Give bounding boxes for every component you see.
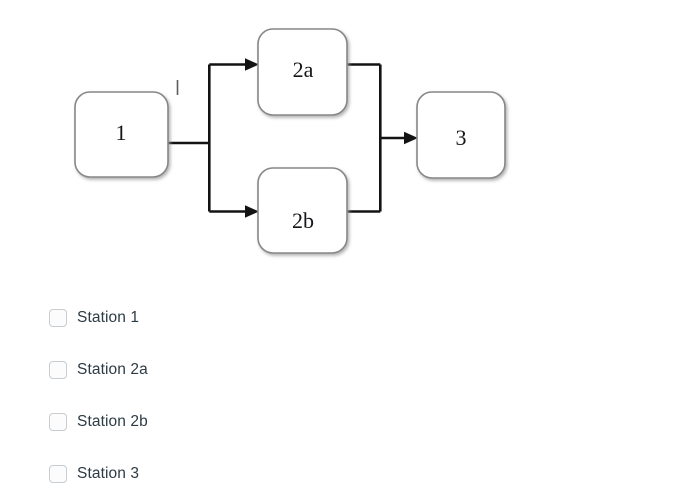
arrowhead-to-2a [245,58,259,71]
option-row-station-3[interactable]: Station 3 [49,456,469,492]
option-label-station-2b[interactable]: Station 2b [77,413,148,430]
process-flow-diagram: 1 2a 2b 3 [74,28,506,254]
option-row-station-2a[interactable]: Station 2a [49,352,469,388]
node-station-2a-label: 2a [293,57,314,82]
node-station-3-shape [416,91,506,179]
arrowhead-to-3 [404,131,418,145]
option-label-station-1[interactable]: Station 1 [77,309,140,326]
node-station-1: 1 [74,91,169,178]
node-station-2a-shape [257,28,348,116]
checkbox-station-2b[interactable] [49,413,67,431]
checkbox-station-3[interactable] [49,465,67,483]
node-station-1-shape [74,91,169,178]
arrowhead-to-2b [245,205,259,218]
option-row-station-1[interactable]: Station 1 [49,300,469,336]
process-flow-diagram-svg: 1 2a 2b 3 [74,28,506,254]
option-label-station-2a[interactable]: Station 2a [77,361,148,378]
checkbox-station-2a[interactable] [49,361,67,379]
node-station-2a: 2a [257,28,348,116]
node-station-2b: 2b [257,167,348,254]
station-checkbox-list: Station 1 Station 2a Station 2b Station … [49,300,469,492]
option-label-station-3[interactable]: Station 3 [77,465,140,482]
node-station-3: 3 [416,91,506,179]
checkbox-station-1[interactable] [49,309,67,327]
node-station-1-label: 1 [116,120,127,145]
node-station-2b-shape [257,167,348,254]
node-station-3-label: 3 [456,125,467,150]
node-station-2b-label: 2b [292,208,314,233]
option-row-station-2b[interactable]: Station 2b [49,404,469,440]
